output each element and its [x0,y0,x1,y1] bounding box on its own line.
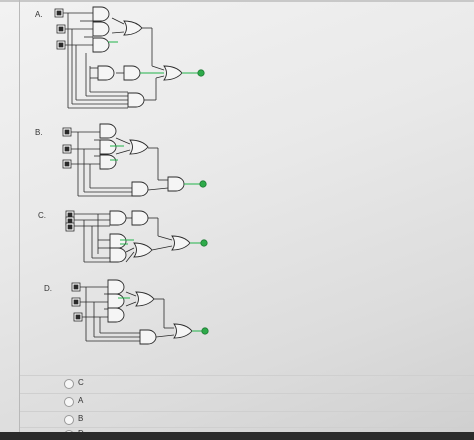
radio-button-icon[interactable] [64,379,74,389]
choice-label: C [78,378,84,387]
output-led-icon [200,239,208,247]
circuit-d [71,282,175,342]
left-margin-rule [19,0,20,440]
or-gate-icon [133,242,153,258]
input-switch-icon[interactable] [54,8,64,18]
or-gate-icon [135,291,155,307]
and-gate-icon [109,233,127,249]
input-switch-icon[interactable] [71,282,81,292]
and-gate-icon [92,37,110,53]
output-led-icon [199,180,207,188]
or-gate-icon [171,235,191,251]
and-gate-icon [99,154,117,170]
input-switch-icon[interactable] [65,222,75,232]
output-led-icon [197,69,205,77]
option-c-label: C. [38,211,46,220]
circuit-a-active-wires [108,41,198,74]
choice-row-a[interactable]: A [20,393,474,410]
circuit-a [54,8,165,109]
choice-row-d[interactable]: D [20,427,474,433]
input-switch-icon[interactable] [56,24,66,34]
or-gate-icon [123,20,143,36]
and-gate-icon [139,329,157,345]
input-switch-icon[interactable] [56,40,66,50]
or-gate-icon [163,65,183,81]
and-gate-icon [97,65,115,81]
and-gate-icon [109,210,127,226]
input-switch-icon[interactable] [62,144,72,154]
circuit-c-active-wires [120,239,201,245]
and-gate-icon [92,21,110,37]
choice-label: A [78,396,84,405]
and-gate-icon [107,307,125,323]
top-divider [0,0,474,2]
and-gate-icon [99,139,117,155]
or-gate-icon [129,139,149,155]
and-gate-icon [107,293,125,309]
and-gate-icon [167,176,185,192]
circuit-d-active-wires [118,297,202,332]
input-switch-icon[interactable] [71,297,81,307]
and-gate-icon [107,279,125,295]
and-gate-icon [109,247,127,263]
choice-label: D [78,429,84,433]
circuit-c [65,210,173,263]
option-a-label: A. [35,10,43,19]
and-gate-icon [99,123,117,139]
and-gate-icon [123,65,141,81]
input-switch-icon[interactable] [62,159,72,169]
bottom-bar [0,432,474,440]
choice-row-b[interactable]: B [20,411,474,428]
output-led-icon [201,327,209,335]
circuit-c-gates [109,210,191,263]
option-b-label: B. [35,128,43,137]
circuit-b [62,127,169,197]
circuit-b-active-wires [110,145,200,185]
and-gate-icon [131,181,149,197]
choice-label: B [78,414,84,423]
input-switch-icon[interactable] [62,127,72,137]
option-d-label: D. [44,284,52,293]
or-gate-icon [173,323,193,339]
radio-button-icon[interactable] [64,397,74,407]
choice-row-c[interactable]: C [20,375,474,392]
and-gate-icon [127,92,145,108]
input-switch-icon[interactable] [73,312,83,322]
circuit-d-gates [107,279,193,345]
and-gate-icon [92,6,110,22]
radio-button-icon[interactable] [64,415,74,425]
and-gate-icon [131,210,149,226]
